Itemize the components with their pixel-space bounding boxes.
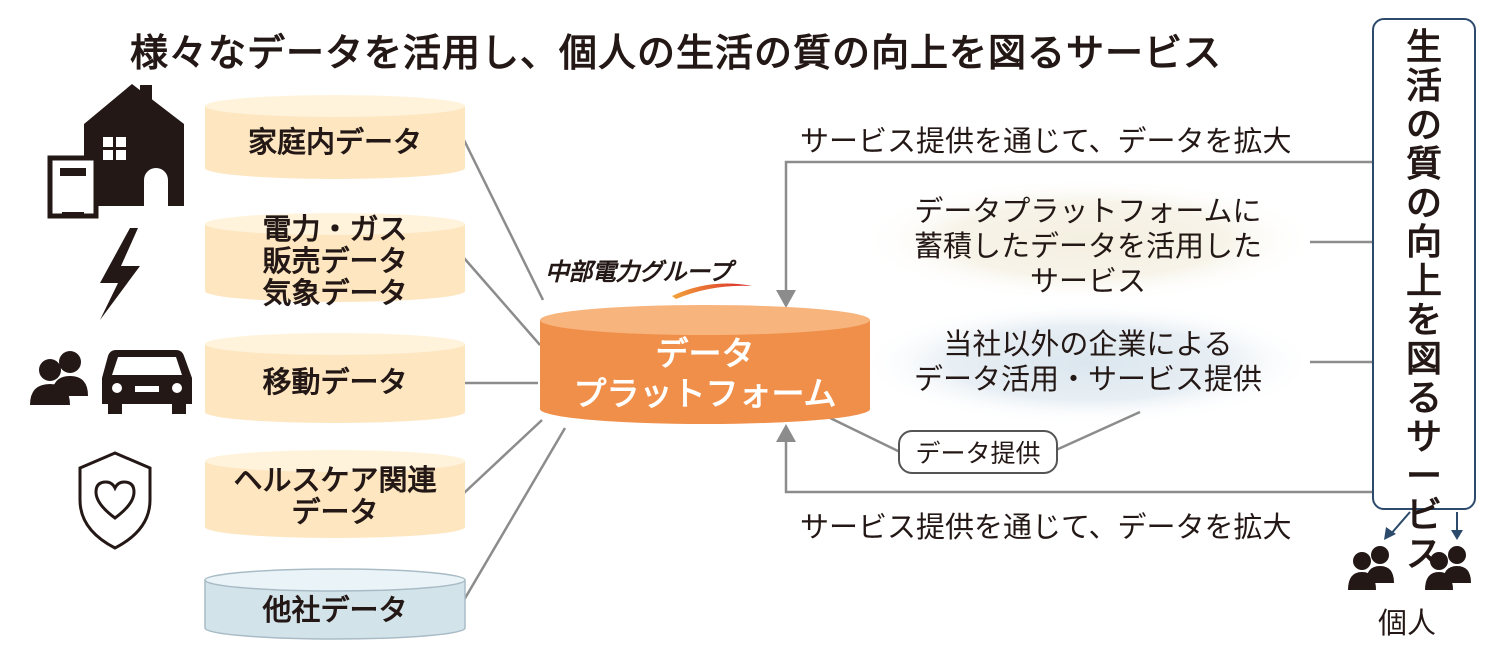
quality-box-char: 向 [1405,222,1442,263]
bottom-flow-line [784,440,1372,494]
provide-link-left [825,414,901,454]
quality-box-char: る [1405,378,1442,419]
quality-box-char: を [1405,300,1442,341]
people-car-icon [30,350,192,414]
connector-home [462,139,545,301]
cylinder-home [205,95,465,179]
quality-box-char: 質 [1405,144,1442,185]
platform-cylinder [540,305,870,424]
source-label-mobility: 移動データ [262,365,408,400]
connector-energy [463,257,541,346]
quality-box-char: ー [1405,456,1442,497]
flow-label-top: サービス提供を通じて、データを拡大 [800,124,1292,158]
arrow-up-into-platform [776,424,796,442]
source-label-health: ヘルスケア関連 データ [233,463,437,529]
connector-health [463,419,543,494]
cylinder-health [205,450,465,538]
top-flow-line [784,160,1372,292]
arrowhead-person-right [1451,530,1463,540]
house-icon [47,84,184,219]
brand-name: 中部電力グループ [545,258,732,286]
quality-box-char: 生 [1405,27,1442,68]
quality-box [1372,18,1476,510]
service-internal-label: データプラットフォームに 蓄積したデータを活用した サービス [913,194,1262,298]
quality-box-char: 上 [1405,261,1442,302]
flow-lines [784,160,1372,494]
quality-box-char: の [1405,105,1442,146]
service-external-glow [860,301,1316,425]
individuals-icon [1348,546,1471,590]
heart-shield-icon [78,451,152,550]
provide-link-right [1055,410,1141,452]
quality-box-char: 図 [1405,339,1442,380]
data-provision-label: データ提供 [898,430,1058,474]
individuals-label: 個人 [1378,606,1437,640]
flow-label-bottom: サービス提供を通じて、データを拡大 [800,510,1292,544]
connector-other [462,427,567,601]
arrowhead-person-left [1384,527,1396,540]
page-title: 様々なデータを活用し、個人の生活の質の向上を図るサービス [130,31,1223,75]
cylinder-other [204,568,466,640]
service-external-label: 当社以外の企業による データ活用・サービス提供 [913,327,1262,396]
quality-box-char: ス [1405,534,1442,575]
quality-box-label: 生活の質の向上を図るサービス [1372,28,1476,574]
lightning-icon [100,228,140,320]
arrow-to-person-left [1389,511,1411,536]
source-label-other: 他社データ [262,593,408,628]
service-internal-glow [860,178,1316,302]
quality-box-char: ビ [1405,495,1442,536]
brand-swoosh-icon [672,283,752,299]
arrow-down-into-platform [776,290,796,308]
source-label-home: 家庭内データ [247,125,422,160]
quality-box-char: サ [1405,417,1442,458]
source-connectors [462,139,567,601]
source-label-energy: 電力・ガス 販売データ 気象データ [262,212,408,310]
quality-box-char: の [1405,183,1442,224]
cylinder-energy [205,213,465,302]
cylinder-mobility [205,333,465,423]
platform-label: データ プラットフォーム [573,334,837,413]
quality-box-char: 活 [1405,66,1442,107]
